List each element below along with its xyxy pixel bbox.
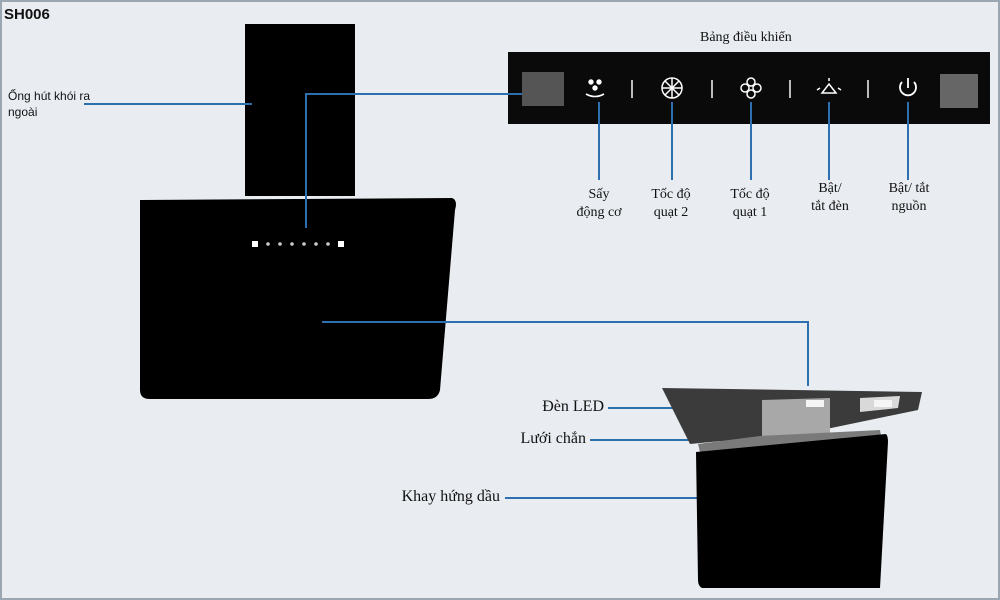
hood-glass: [140, 198, 456, 399]
led-light-label: Đèn LED: [542, 398, 604, 415]
chimney: [245, 24, 355, 196]
control-label-fan-speed-1: Tốc độ quạt 1: [730, 187, 770, 220]
fan-speed-1-icon: [740, 77, 762, 99]
model-code: SH006: [4, 6, 50, 23]
panel-display-left: [522, 72, 564, 106]
grease-filter-label: Lưới chắn: [520, 430, 586, 447]
control-panel-title: Bảng điều khiển: [700, 30, 792, 45]
hood-underside-view: [662, 388, 922, 588]
control-label-light: Bật/ tắt đèn: [811, 181, 849, 214]
light-icon: [816, 78, 842, 94]
dry-motor-icon: [585, 79, 605, 98]
panel-display-right: [940, 74, 978, 108]
control-label-power: Bật/ tắt nguồn: [888, 181, 930, 214]
oil-tray-label: Khay hứng dầu: [401, 488, 500, 505]
hood-control-strip: [252, 241, 344, 247]
chimney-label: Ống hút khói ra ngoài: [8, 89, 91, 119]
control-label-fan-speed-2: Tốc độ quạt 2: [651, 187, 691, 220]
power-icon: [899, 78, 917, 97]
fan-speed-2-icon: [661, 77, 683, 99]
control-label-dry-motor: Sấy động cơ: [576, 187, 622, 220]
